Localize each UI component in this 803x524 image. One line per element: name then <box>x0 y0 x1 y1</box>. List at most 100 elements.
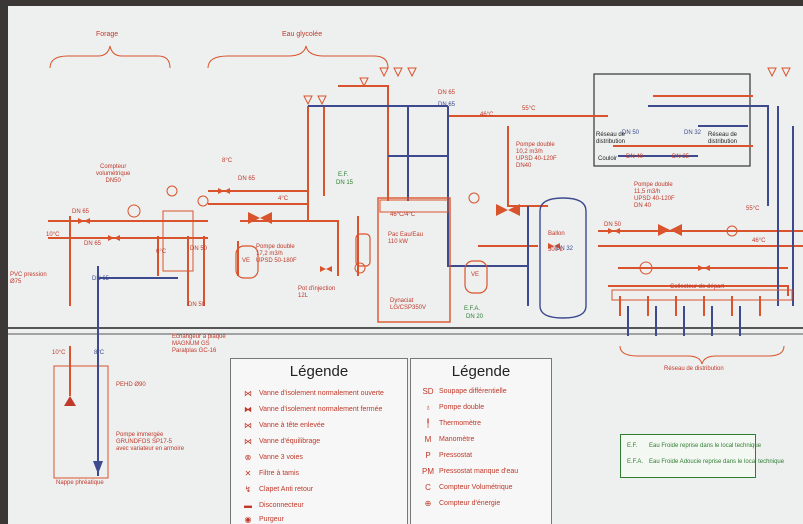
label-dn32-a: DN 32 <box>556 246 574 252</box>
legend-item: ⧓ Vanne d'isolement normalement fermée <box>241 405 382 414</box>
legend-item: PM Pressostat manque d'eau <box>421 467 518 476</box>
notes-box: E.F.Eau Froide reprise dans le local tec… <box>620 434 784 478</box>
legend-item-label: Vanne d'équilibrage <box>259 438 321 445</box>
label-ef: E.F. <box>338 172 349 178</box>
label-dn65-b: DN 65 <box>84 241 102 247</box>
legend-item: ⋈Vanne d'isolement normalement ouverte <box>241 389 384 398</box>
note-tag: E.F. <box>627 443 638 449</box>
label-reseau-distribution: Réseau de distribution <box>664 366 724 372</box>
label-temp-46c-b: 46°C <box>752 238 766 244</box>
ballon-tank <box>539 197 587 319</box>
check-valve-icon: ↯ <box>244 485 252 494</box>
differential-valve-icon: SD <box>422 387 434 396</box>
legend-item: ♁ Pompe double <box>421 403 484 412</box>
pump-up-arrow <box>64 396 76 406</box>
legend-item: ▬ Disconnecteur <box>241 501 304 510</box>
legend-item-label: Vanne à tête enlevée <box>259 422 325 429</box>
label-dn20: DN 20 <box>466 314 484 320</box>
label-dn65-d: DN 65 <box>238 176 256 182</box>
legend-left-title: Légende <box>289 363 349 380</box>
pump-down-arrow <box>93 461 103 474</box>
energy-meter-icon: ⊕ <box>424 499 432 508</box>
note-row: E.F.A.Eau Froide Adoucie reprise dans le… <box>627 459 784 465</box>
legend-item-label: Pressostat <box>439 452 473 459</box>
low-water-switch-icon: PM <box>422 467 434 476</box>
couloir-box <box>593 73 751 167</box>
legend-right-title: Légende <box>451 363 511 380</box>
legend-item: ◉Purgeur <box>241 515 284 524</box>
label-eau-glycolee: Eau glycolée <box>282 31 323 38</box>
disconnector-icon: ▬ <box>244 501 252 510</box>
legend-item: ⋈ Vanne à tête enlevée <box>241 421 325 430</box>
balancing-valve-icon: ⋈ <box>244 437 252 446</box>
legend-item-label: Disconnecteur <box>259 502 304 509</box>
legend-item-label: Manomètre <box>439 436 475 443</box>
vase-expansion-2 <box>464 260 488 294</box>
legend-item: ↯Clapet Anti retour <box>241 485 313 494</box>
legend-item: ⊗ Vanne 3 voies <box>241 453 303 462</box>
legend-item-label: Pompe double <box>439 404 485 411</box>
label-ve-2: VE <box>471 272 480 278</box>
label-dn50-c: DN 50 <box>622 130 640 136</box>
warm-pipes <box>48 85 803 316</box>
legend-item: ✕Filtre à tamis <box>241 469 299 478</box>
label-dn50-d: DN 50 <box>188 302 206 308</box>
pac-tank <box>377 197 451 323</box>
volume-meter-icon: C <box>425 483 431 492</box>
label-temp-10c-a: 10°C <box>46 232 60 238</box>
purger-icon: ◉ <box>244 515 252 524</box>
legend-item: ╿Thermomètre <box>421 419 481 428</box>
valve-head-removed-icon: ⋈ <box>244 421 252 430</box>
pressure-switch-icon: P <box>425 451 431 460</box>
legend-item-label: Compteur d'énergie <box>439 500 501 507</box>
label-collecteur: Collecteur de départ <box>670 284 725 290</box>
manometer-icon: M <box>424 435 432 444</box>
label-temp-10c-b: 10°C <box>52 350 66 356</box>
legend-item-label: Compteur Volumétrique <box>439 484 513 491</box>
pump-symbols <box>248 204 682 236</box>
label-couloir: Couloir <box>598 156 618 162</box>
label-dn32-b: DN 32 <box>684 130 702 136</box>
label-dn65-e: DN 65 <box>438 90 456 96</box>
label-temp-6c: 6°C <box>156 249 167 255</box>
top-symbols <box>303 67 791 106</box>
legend-item-label: Vanne d'isolement normalement fermée <box>259 406 383 413</box>
label-temp-46c-a: 46°C <box>480 112 494 118</box>
label-efa: E.F.A. <box>464 306 481 312</box>
three-way-valve-icon: ⊗ <box>244 453 252 462</box>
vase-expansion-1 <box>235 245 259 279</box>
echangeur-plaque <box>162 210 194 272</box>
nappe-well <box>53 365 109 479</box>
valve-closed-icon: ⧓ <box>244 405 252 414</box>
reseau-brace <box>619 345 785 365</box>
eau-glycolee-brace <box>207 45 389 69</box>
label-pehd: PEHD Ø90 <box>116 382 146 388</box>
valve-symbols <box>78 188 710 272</box>
label-dn65-f: DN 65 <box>438 102 456 108</box>
label-dn65-c: DN 65 <box>92 276 110 282</box>
legend-item-label: Vanne 3 voies <box>259 454 303 461</box>
double-pump-icon: ♁ <box>425 403 431 412</box>
gauge-symbols <box>127 185 738 275</box>
legend-item-label: Pressostat manque d'eau <box>439 468 519 475</box>
label-forage: Forage <box>96 31 119 38</box>
label-temp-46-4: 46°C/4°C <box>390 212 416 218</box>
piping-diagram <box>8 45 803 479</box>
label-temp-4c: 4°C <box>278 196 289 202</box>
label-dn50-b: DN 50 <box>604 222 622 228</box>
pot-injection <box>355 233 371 267</box>
